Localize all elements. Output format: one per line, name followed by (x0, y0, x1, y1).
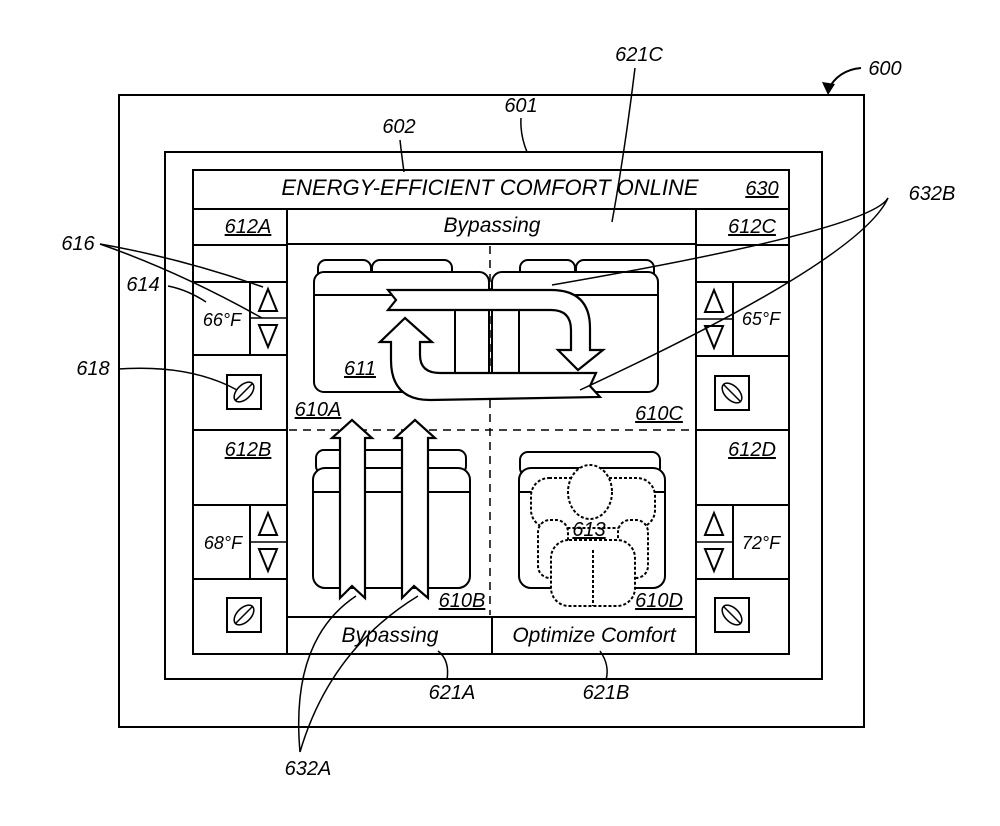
device-frame-600 (118, 94, 865, 728)
temperature-a: 66°F (203, 310, 242, 330)
triangle-up-icon (257, 286, 279, 312)
temperature-b: 68°F (204, 533, 243, 553)
airflow-arrow-left-1 (329, 418, 375, 601)
temp-up-button-a[interactable] (257, 286, 279, 312)
callout-602: 602 (382, 116, 415, 138)
callout-616: 616 (61, 233, 95, 255)
leaf-icon (233, 381, 255, 403)
triangle-up-icon (703, 287, 725, 313)
leaf-icon (721, 604, 743, 626)
status-bottom-left: Bypassing (342, 624, 439, 647)
triangle-down-icon (703, 548, 725, 574)
area-ref-610A: 610A (295, 399, 342, 421)
triangle-down-icon (257, 324, 279, 350)
occupant-figure (530, 464, 656, 607)
zone-ref-612C: 612C (728, 216, 776, 238)
zone-ref-612D: 612D (728, 439, 776, 461)
temp-down-button-b[interactable] (257, 548, 279, 574)
sofa-zone-b (312, 449, 471, 589)
area-ref-610B: 610B (439, 590, 486, 612)
ui-frame-602 (192, 169, 790, 655)
callout-621B: 621B (583, 682, 630, 704)
temp-up-button-b[interactable] (257, 510, 279, 536)
map-ref-611: 611 (344, 358, 376, 380)
eco-button-d[interactable] (714, 597, 750, 633)
callout-618: 618 (76, 358, 109, 380)
occupant-ref-613: 613 (572, 519, 605, 541)
callout-601: 601 (504, 95, 537, 117)
triangle-down-icon (703, 325, 725, 351)
callout-600: 600 (868, 58, 901, 80)
airflow-arrow-top-return (377, 316, 603, 402)
callout-632A: 632A (285, 758, 332, 780)
airflow-arrow-left-2 (392, 418, 438, 601)
leaf-icon (721, 382, 743, 404)
callout-621A: 621A (429, 682, 476, 704)
zone-ref-612B: 612B (225, 439, 272, 461)
status-bottom-right: Optimize Comfort (512, 624, 677, 647)
zone-ref-612A: 612A (225, 216, 272, 238)
temperature-c: 65°F (742, 309, 781, 329)
screen-frame-601 (164, 151, 823, 680)
eco-button-a[interactable] (226, 374, 262, 410)
eco-button-b[interactable] (226, 597, 262, 633)
leaf-icon (233, 604, 255, 626)
callout-614: 614 (126, 274, 159, 296)
airflow-arrow-top-loop (385, 288, 607, 372)
temp-down-button-d[interactable] (703, 548, 725, 574)
header-ref-630: 630 (745, 178, 778, 200)
eco-button-c[interactable] (714, 375, 750, 411)
callout-632B: 632B (909, 183, 956, 205)
status-top: Bypassing (444, 214, 541, 237)
header-title: ENERGY-EFFICIENT COMFORT ONLINE (281, 175, 699, 200)
area-ref-610C: 610C (635, 403, 683, 425)
temp-up-button-d[interactable] (703, 510, 725, 536)
area-ref-610D: 610D (635, 590, 683, 612)
callout-621C: 621C (615, 44, 663, 66)
triangle-down-icon (257, 548, 279, 574)
temperature-d: 72°F (742, 533, 781, 553)
temp-down-button-a[interactable] (257, 324, 279, 350)
temp-down-button-c[interactable] (703, 325, 725, 351)
temp-up-button-c[interactable] (703, 287, 725, 313)
triangle-up-icon (257, 510, 279, 536)
triangle-up-icon (703, 510, 725, 536)
